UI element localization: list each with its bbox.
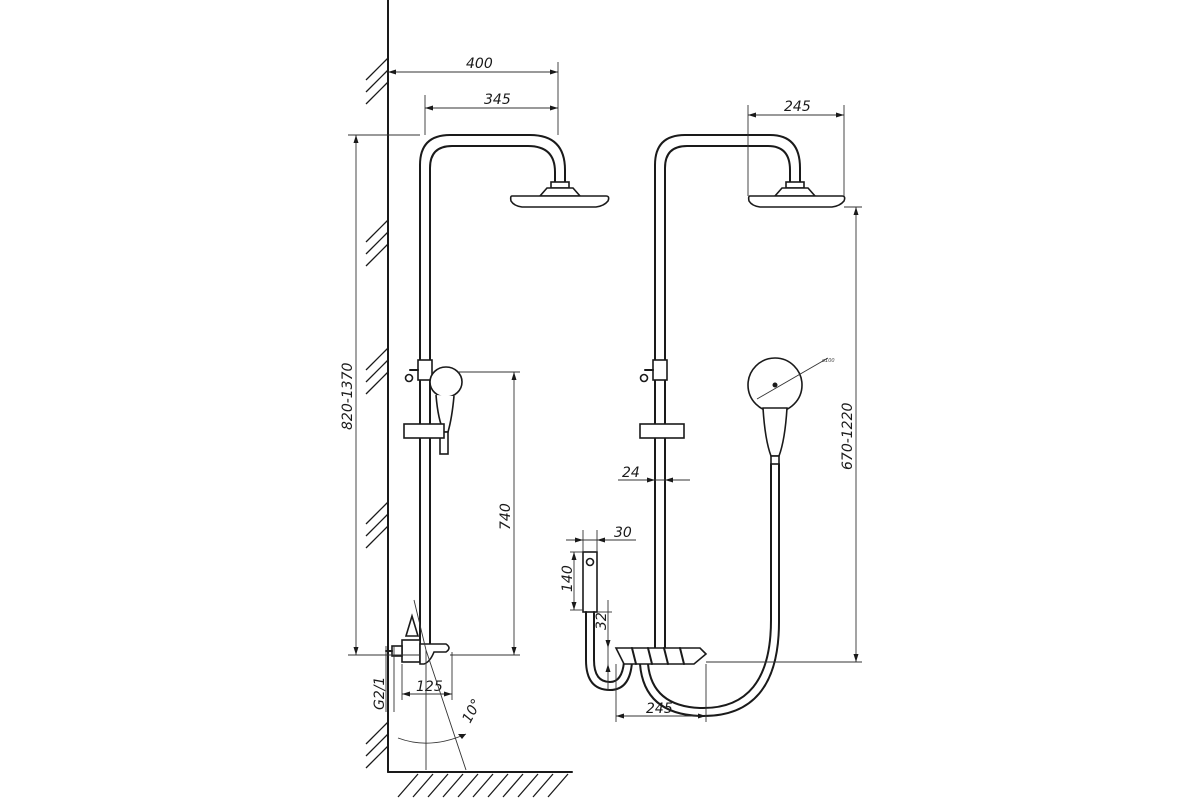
wall [365,0,389,773]
dim-front-height-range: 670-1220 [706,206,862,663]
dim-side-arm-length: 400 [388,56,559,135]
front-wall-holder [582,551,633,691]
dim-side-height-range: 820-1370 [340,134,420,656]
front-riser-inner [664,145,791,651]
dim-label-670-1220: 670-1220 [840,403,856,470]
front-slide-holder [639,423,685,439]
side-slide-holder [403,423,445,439]
dim-label-140: 140 [560,565,576,592]
dim-front-holder-height: 140 [560,551,583,611]
dim-label-32: 32 [594,612,610,630]
dim-side-bar-height: 740 [450,371,520,656]
front-diverter-knob [639,359,668,383]
side-riser-outer [419,134,566,649]
dim-front-bar-diameter: 24 [618,465,690,483]
wall-hatching [365,57,389,769]
dim-label-g2-1: G2/1 [372,677,388,710]
dim-label-24: 24 [622,465,640,481]
dim-label-hand-diameter: ø100 [821,358,835,364]
front-mixer [614,647,708,665]
dim-label-245-top: 245 [784,99,811,115]
dim-label-125: 125 [416,679,443,695]
dim-label-400: 400 [466,56,493,72]
side-mixer [385,613,450,665]
dim-side-arm-reach: 345 [424,92,558,135]
front-riser-outer [654,134,801,651]
dim-label-245-bottom: 245 [646,701,673,717]
side-rain-shower-head [509,181,610,208]
dim-label-30: 30 [614,525,632,541]
dim-side-spout-length: 125 [401,652,453,700]
dim-front-holder-offset: 32 [594,600,612,690]
dim-label-10-deg: 10° [459,696,485,725]
dim-label-820-1370: 820-1370 [340,363,356,430]
dim-label-345: 345 [484,92,511,108]
front-rain-shower-head [747,181,846,208]
side-view: 400 345 820-1370 740 [340,56,610,771]
dim-side-inlet-thread: G2/1 [372,646,395,712]
floor [387,771,573,798]
dim-front-head-width: 245 [747,99,845,196]
front-hand-shower: ø100 [747,357,835,465]
side-hand-shower [429,366,463,455]
front-hose [639,463,780,718]
side-riser-inner [429,145,556,649]
dim-front-mixer-width: 245 [615,664,707,722]
front-view: ø100 245 [560,99,862,722]
floor-hatching [397,773,569,798]
dim-front-holder-width: 30 [566,525,636,552]
side-diverter-knob [404,359,433,383]
dim-label-740: 740 [498,503,514,530]
